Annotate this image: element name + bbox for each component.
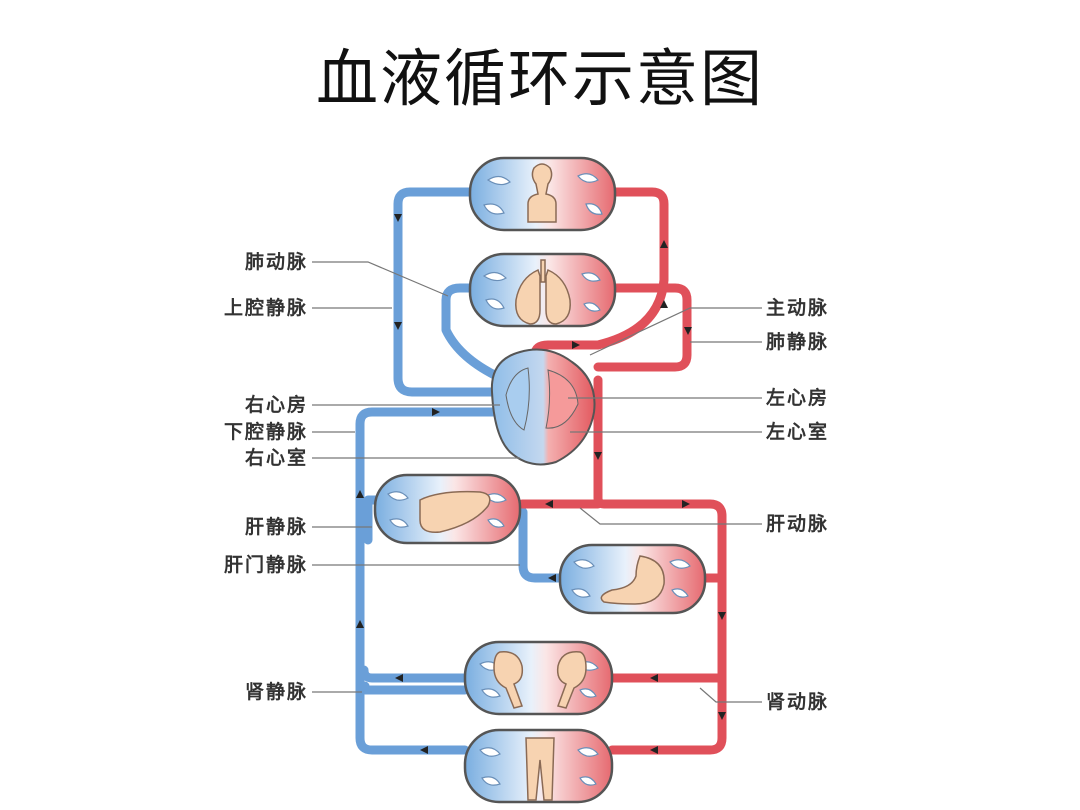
label-hepatic-vein: 肝静脉 <box>245 515 308 538</box>
liver-icon <box>419 490 491 533</box>
flow-arrows <box>356 214 726 754</box>
capillary-bed-lower-body <box>463 728 614 804</box>
label-right-ventricle: 右心室 <box>244 446 308 469</box>
legs-icon <box>525 737 555 801</box>
capillary-bed-digestive <box>558 543 707 615</box>
label-inferior-vena-cava: 下腔静脉 <box>224 420 308 443</box>
label-renal-vein: 肾静脉 <box>245 680 308 703</box>
kidney-right-icon <box>556 651 587 709</box>
label-superior-vena-cava: 上腔静脉 <box>224 296 308 319</box>
stomach-icon <box>600 555 665 605</box>
labels-left: 肺动脉 上腔静脉 右心房 下腔静脉 右心室 肝静脉 肝门静脉 肾静脉 <box>224 250 308 703</box>
labels-right: 主动脉 肺静脉 左心房 左心室 肝动脉 肾动脉 <box>766 296 829 713</box>
capillary-bed-liver <box>373 473 522 545</box>
page-title: 血液循环示意图 <box>315 42 764 115</box>
label-renal-artery: 肾动脉 <box>766 690 829 713</box>
leader-lines <box>312 261 762 703</box>
venous-vessels <box>355 187 565 755</box>
heart <box>490 348 596 466</box>
arterial-vessels <box>517 187 727 755</box>
label-hepatic-artery: 肝动脉 <box>766 512 829 535</box>
label-pulmonary-artery: 肺动脉 <box>245 250 308 273</box>
label-right-atrium: 右心房 <box>244 393 308 416</box>
kidney-left-icon <box>493 651 524 709</box>
label-left-atrium: 左心房 <box>766 386 829 409</box>
label-pulmonary-vein: 肺静脉 <box>766 330 829 353</box>
label-hepatic-portal-vein: 肝门静脉 <box>224 553 308 576</box>
label-aorta: 主动脉 <box>766 296 829 319</box>
capillary-bed-kidneys <box>463 640 614 716</box>
capillary-bed-upper-body <box>468 156 617 232</box>
capillary-bed-lungs <box>468 252 617 328</box>
lungs-icon <box>515 268 571 325</box>
upper-body-icon <box>527 163 557 223</box>
label-left-ventricle: 左心室 <box>766 420 829 443</box>
